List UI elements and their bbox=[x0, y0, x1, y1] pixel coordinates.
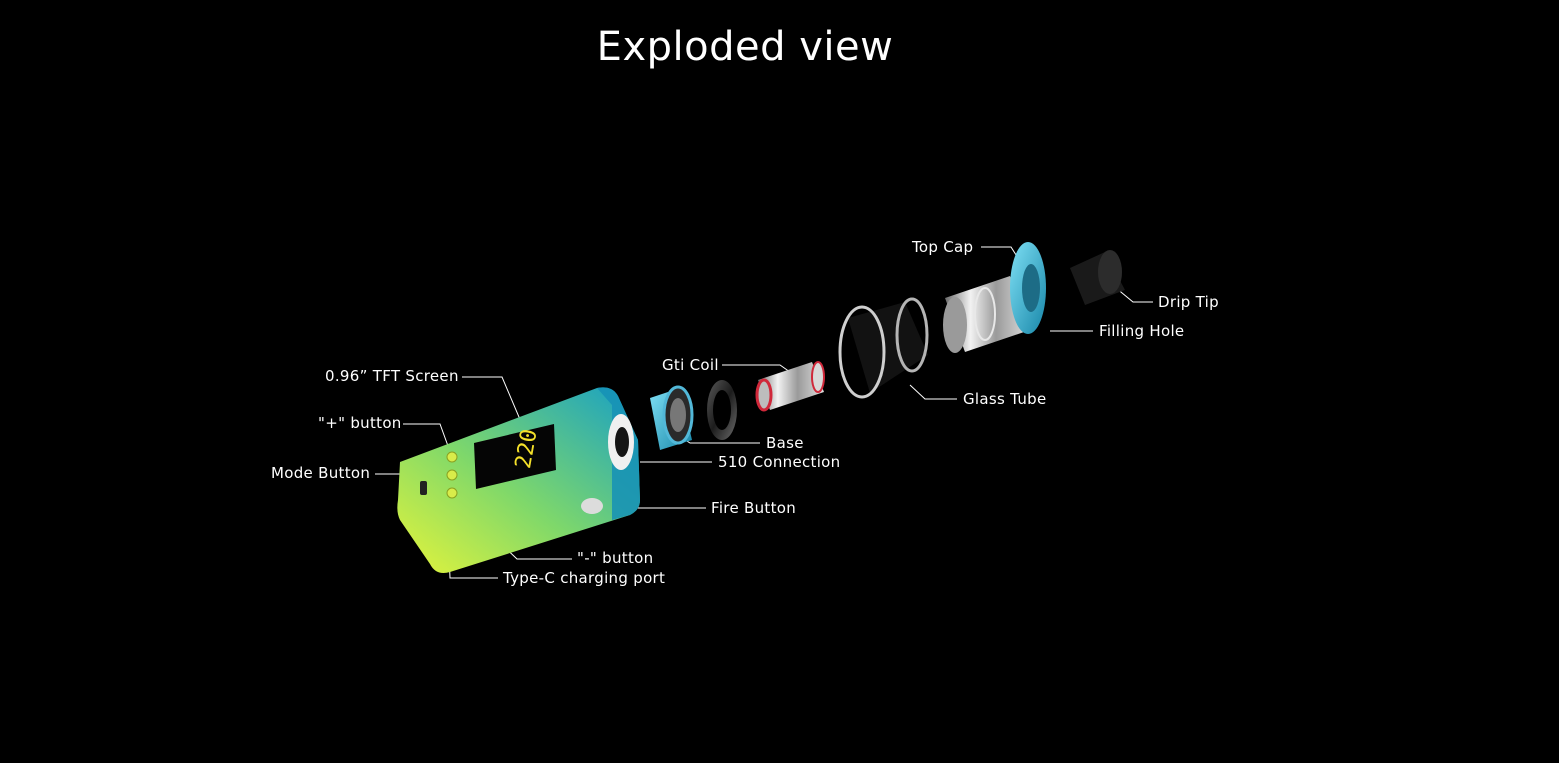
top-cap bbox=[1010, 242, 1046, 334]
label-minus-button: "-" button bbox=[577, 549, 654, 567]
label-510-connection: 510 Connection bbox=[718, 453, 841, 471]
label-mode-button: Mode Button bbox=[271, 464, 371, 482]
label-tft-screen: 0.96” TFT Screen bbox=[325, 367, 459, 385]
label-type-c-port: Type-C charging port bbox=[503, 569, 666, 587]
label-glass-tube: Glass Tube bbox=[963, 390, 1047, 408]
mod-device: 220 bbox=[397, 387, 640, 573]
label-plus-button: "+" button bbox=[318, 414, 402, 432]
label-base: Base bbox=[766, 434, 804, 452]
label-gti-coil: Gti Coil bbox=[662, 356, 719, 374]
drip-tip bbox=[1070, 250, 1125, 305]
page-title: Exploded view bbox=[596, 24, 894, 70]
label-top-cap: Top Cap bbox=[912, 238, 974, 256]
label-drip-tip: Drip Tip bbox=[1158, 293, 1219, 311]
chimney-section bbox=[943, 276, 1030, 353]
seal-ring bbox=[707, 380, 737, 440]
label-filling-hole: Filling Hole bbox=[1099, 322, 1185, 340]
gti-coil bbox=[755, 361, 825, 412]
glass-tube bbox=[838, 297, 929, 399]
label-fire-button: Fire Button bbox=[711, 499, 797, 517]
base-part bbox=[650, 385, 694, 450]
